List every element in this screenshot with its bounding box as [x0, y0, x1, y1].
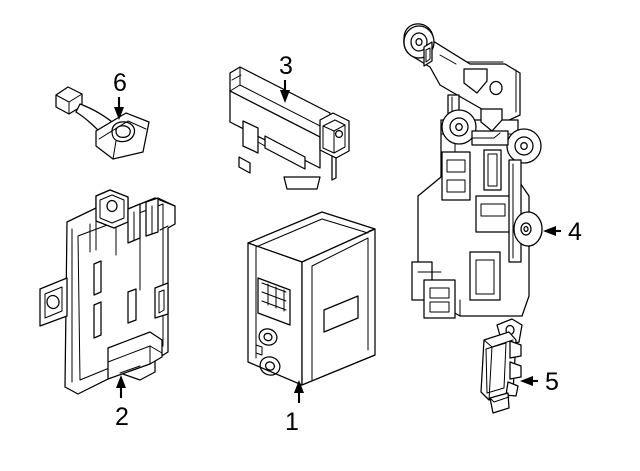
- part-grommet-bushing[interactable]: [513, 211, 543, 247]
- callout-6-arrowhead: [114, 107, 124, 120]
- part-small-sensor-module[interactable]: [480, 318, 523, 414]
- part-large-mounting-bracket[interactable]: [403, 23, 542, 319]
- callout-2-label: 2: [115, 403, 129, 431]
- callout-4-label: 4: [568, 218, 582, 246]
- part-flat-electronic-module[interactable]: [229, 66, 350, 190]
- callout-1-arrowhead: [294, 380, 304, 393]
- callout-2-arrowhead: [116, 375, 126, 388]
- callout-3-label: 3: [279, 52, 293, 80]
- callout-4-arrowhead: [543, 226, 556, 236]
- callout-4: 4: [543, 218, 582, 246]
- callout-1: 1: [285, 380, 304, 436]
- callout-5-arrowhead: [520, 376, 533, 386]
- callout-2: 2: [115, 375, 129, 431]
- part-antenna-receiver-unit[interactable]: [55, 86, 150, 160]
- part-control-module-front[interactable]: [247, 211, 376, 386]
- callout-6: 6: [113, 69, 127, 120]
- callout-6-label: 6: [113, 69, 127, 97]
- callout-5: 5: [520, 368, 559, 396]
- callout-3-arrowhead: [280, 90, 290, 103]
- callout-1-label: 1: [285, 408, 299, 436]
- part-module-mounting-bracket[interactable]: [39, 189, 176, 395]
- callout-3: 3: [279, 52, 293, 103]
- callout-5-label: 5: [545, 368, 559, 396]
